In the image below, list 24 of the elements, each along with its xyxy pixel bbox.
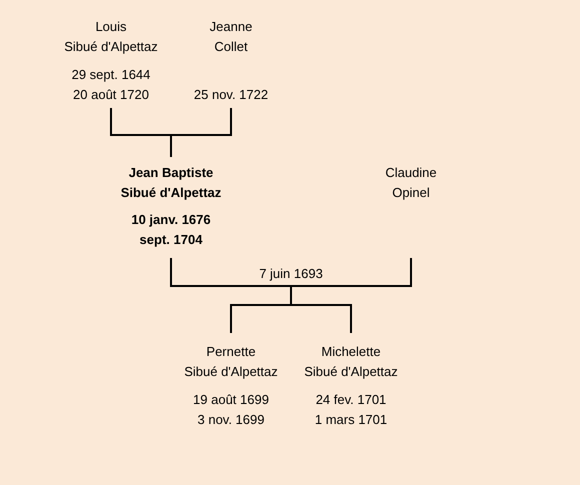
given-name: Michelette <box>321 343 381 361</box>
given-name: Pernette <box>206 343 256 361</box>
surname: Opinel <box>392 184 430 202</box>
date: 25 nov. 1722 <box>194 86 268 104</box>
date: 19 août 1699 <box>193 391 269 409</box>
marriage-date: 7 juin 1693 <box>259 265 323 283</box>
given-name: Jean Baptiste <box>128 164 214 182</box>
surname: Sibué d'Alpettaz <box>120 184 222 202</box>
given-name: Louis <box>95 18 127 36</box>
date: 1 mars 1701 <box>314 411 388 429</box>
date: 29 sept. 1644 <box>72 66 150 84</box>
surname: Sibué d'Alpettaz <box>64 38 158 56</box>
date: 20 août 1720 <box>73 86 149 104</box>
surname: Collet <box>214 38 248 56</box>
connector-line <box>290 258 412 333</box>
connector-line <box>170 108 232 157</box>
given-name: Jeanne <box>210 18 252 36</box>
surname: Sibué d'Alpettaz <box>304 363 398 381</box>
date: 3 nov. 1699 <box>198 411 264 429</box>
date: 10 janv. 1676 <box>131 211 211 229</box>
given-name: Claudine <box>385 164 437 182</box>
date: sept. 1704 <box>140 231 202 249</box>
surname: Sibué d'Alpettaz <box>184 363 278 381</box>
date: 24 fev. 1701 <box>316 391 386 409</box>
